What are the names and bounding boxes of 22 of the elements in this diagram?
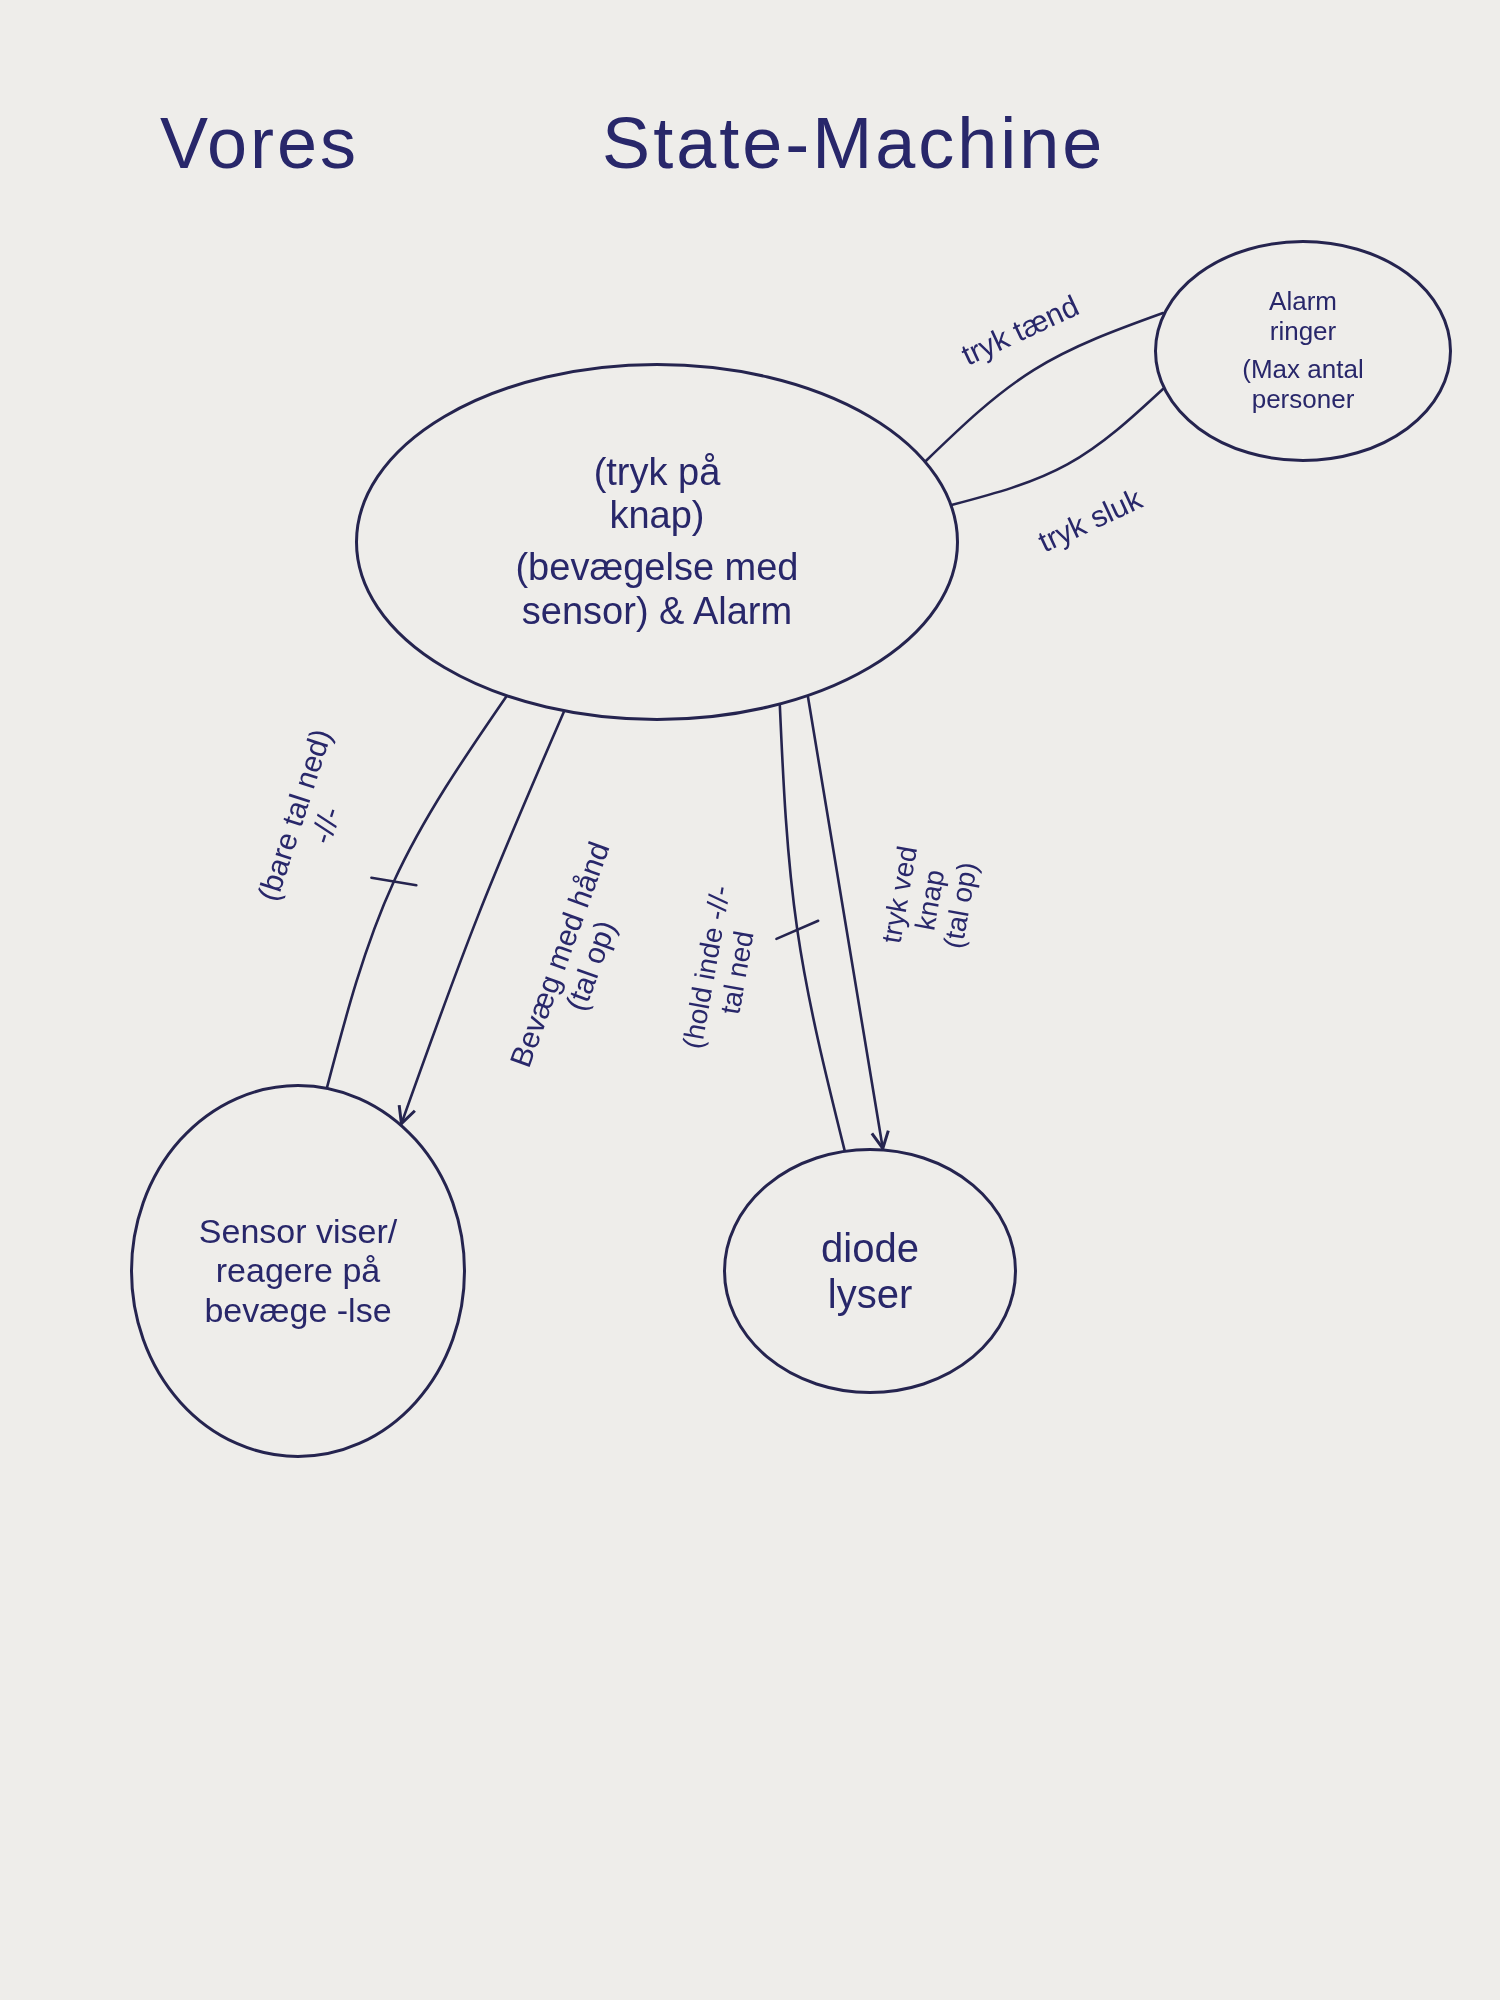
transition-arrow — [806, 695, 890, 1150]
edge-label: (hold inde -//- tal ned — [675, 882, 760, 1054]
state-ellipse — [130, 1084, 466, 1458]
title: Vores State-Machine — [160, 102, 1106, 185]
edge-label: tryk ved knap (tal op) — [875, 842, 984, 953]
state-ellipse — [1154, 240, 1452, 462]
state-label: diode lyser — [820, 1225, 920, 1317]
state-label: (tryk på knap) — [592, 450, 722, 538]
transition-line — [924, 311, 1165, 463]
state-label: (bevægelse med sensor) & Alarm — [514, 546, 800, 634]
edge-label: (bare tal ned) -//- — [250, 723, 349, 907]
edge-label: tryk tænd — [955, 287, 1085, 374]
transition-line — [778, 704, 846, 1152]
transition-arrow — [397, 710, 565, 1126]
state-ellipse — [355, 363, 959, 721]
transition-line — [325, 695, 508, 1089]
state-ellipse — [723, 1148, 1017, 1394]
state-label: Alarm ringer — [1268, 287, 1338, 347]
state-label: (Max antal personer — [1241, 355, 1365, 415]
edge-label: tryk sluk — [1032, 480, 1148, 561]
transition-line — [951, 387, 1165, 507]
state-label: Sensor viser/ reagere på bevæge -lse — [197, 1212, 399, 1330]
